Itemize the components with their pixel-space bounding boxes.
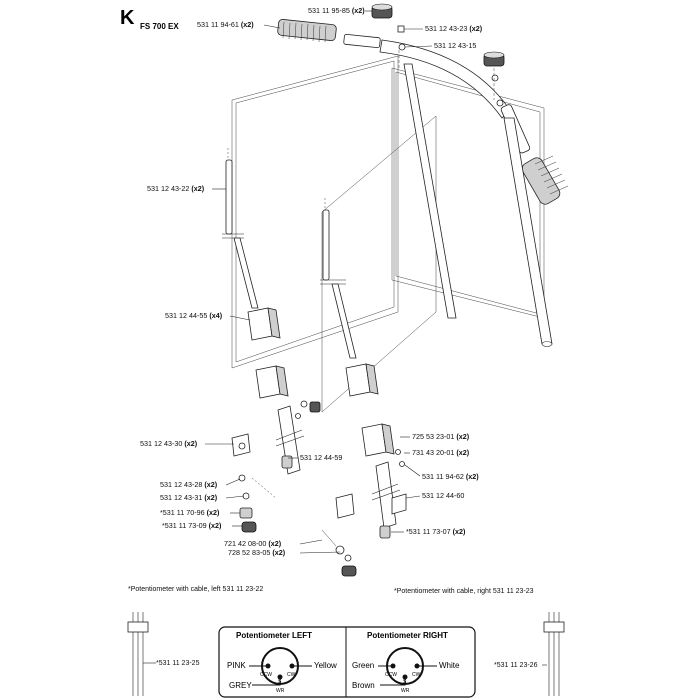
svg-text:531 12 44-55 (x4): 531 12 44-55 (x4) xyxy=(165,311,223,320)
svg-text:531 12 44-59: 531 12 44-59 xyxy=(300,453,342,462)
leader-lines xyxy=(205,10,433,554)
callout-3: 531 12 43-15 xyxy=(434,41,476,50)
svg-text:531 12 43-23 (x2): 531 12 43-23 (x2) xyxy=(425,24,483,33)
svg-text:S: S xyxy=(403,679,407,685)
knob-right-icon xyxy=(483,51,505,67)
potentiometer-schematic: Potentiometer LEFT CCW CW S WR PINK GREY… xyxy=(218,626,476,698)
svg-text:531 12 43-15: 531 12 43-15 xyxy=(434,41,476,50)
left-grip xyxy=(277,19,337,43)
callout-9: 531 12 43-31 (x2) xyxy=(160,493,218,502)
pot-right-symbol: CCW CW S WR xyxy=(378,647,437,694)
cable-label-left: *531 11 23-25 xyxy=(156,660,200,667)
callout-14: 531 11 94-62 (x2) xyxy=(422,472,479,481)
pot-right-wire-green: Green xyxy=(352,661,374,670)
right-grip xyxy=(521,155,569,205)
note-left: *Potentiometer with cable, left 531 11 2… xyxy=(128,586,263,593)
callout-17: 721 42 08-00 (x2) xyxy=(224,539,282,548)
pot-right-title: Potentiometer RIGHT xyxy=(367,631,448,640)
svg-text:531 11 94-62 (x2): 531 11 94-62 (x2) xyxy=(422,472,479,481)
svg-text:531 11 95-85 (x2): 531 11 95-85 (x2) xyxy=(308,6,365,15)
cable-connector-right: *531 11 23-26 xyxy=(494,612,565,696)
post-right xyxy=(403,63,553,347)
glass-panel-back xyxy=(231,55,399,369)
callout-10: *531 11 70-96 (x2) xyxy=(160,508,220,517)
knob-top-icon xyxy=(371,3,393,19)
post-left xyxy=(222,148,259,309)
pot-left-wire-pink: PINK xyxy=(227,661,246,670)
washer-icon xyxy=(496,99,504,107)
cable-connector-left: *531 11 23-25 xyxy=(127,612,200,696)
section-letter: K xyxy=(120,7,135,29)
callout-11: *531 11 73-09 (x2) xyxy=(162,521,222,530)
svg-text:725 53 23-01 (x2): 725 53 23-01 (x2) xyxy=(412,432,470,441)
clamp-block-icon xyxy=(361,423,395,457)
svg-text:*531 11 70-96 (x2): *531 11 70-96 (x2) xyxy=(160,508,220,517)
svg-text:531 12 43-28 (x2): 531 12 43-28 (x2) xyxy=(160,480,218,489)
svg-text:CCW: CCW xyxy=(385,672,397,678)
pot-left-symbol: CCW CW S WR xyxy=(249,647,312,694)
pot-right-wire-brown: Brown xyxy=(352,681,375,690)
svg-text:*531 11 73-07 (x2): *531 11 73-07 (x2) xyxy=(406,527,466,536)
callout-6: 531 12 43-30 (x2) xyxy=(140,439,198,448)
svg-text:531 11 94-61 (x2): 531 11 94-61 (x2) xyxy=(197,20,254,29)
callout-18: 728 52 83-05 (x2) xyxy=(228,548,286,557)
svg-text:WR: WR xyxy=(276,688,285,694)
callout-2: 531 12 43-23 (x2) xyxy=(425,24,483,33)
svg-text:731 43 20-01 (x2): 731 43 20-01 (x2) xyxy=(412,448,470,457)
callout-8: 531 12 43-28 (x2) xyxy=(160,480,218,489)
callout-12: 725 53 23-01 (x2) xyxy=(412,432,470,441)
pot-left-wire-grey: GREY xyxy=(229,681,252,690)
potentiometer-bracket-right xyxy=(321,449,407,577)
callout-5: 531 12 44-55 (x4) xyxy=(165,311,223,320)
svg-text:721 42 08-00 (x2): 721 42 08-00 (x2) xyxy=(224,539,282,548)
svg-text:WR: WR xyxy=(401,688,410,694)
washer-icon xyxy=(491,74,499,82)
svg-text:531 12 44-60: 531 12 44-60 xyxy=(422,491,464,500)
svg-text:CW: CW xyxy=(287,672,296,678)
pot-left-wire-yellow: Yellow xyxy=(314,661,337,670)
svg-text:CW: CW xyxy=(412,672,421,678)
svg-text:531 12 43-30 (x2): 531 12 43-30 (x2) xyxy=(140,439,198,448)
callout-0: 531 11 95-85 (x2) xyxy=(308,6,365,15)
bar-tube-short xyxy=(343,33,381,49)
potentiometer-bracket-left xyxy=(231,400,321,533)
svg-text:*531 11 73-09 (x2): *531 11 73-09 (x2) xyxy=(162,521,222,530)
pot-right-wire-white: White xyxy=(439,661,460,670)
callout-7: 531 12 44-59 xyxy=(300,453,342,462)
clamp-block-icon xyxy=(247,307,281,341)
svg-text:531 12 43-22 (x2): 531 12 43-22 (x2) xyxy=(147,184,205,193)
note-right: *Potentiometer with cable, right 531 11 … xyxy=(394,588,534,595)
svg-text:CCW: CCW xyxy=(260,672,272,678)
model-name: FS 700 EX xyxy=(140,22,179,31)
callout-13: 731 43 20-01 (x2) xyxy=(412,448,470,457)
clamp-block-icon xyxy=(255,365,289,399)
callout-4: 531 12 43-22 (x2) xyxy=(147,184,205,193)
clamp-block-icon xyxy=(345,363,379,397)
post-middle xyxy=(320,198,357,359)
callout-16: *531 11 73-07 (x2) xyxy=(406,527,466,536)
curved-bar xyxy=(379,39,511,119)
pot-left-title: Potentiometer LEFT xyxy=(236,631,312,640)
glass-panel-middle xyxy=(321,115,437,413)
callout-1: 531 11 94-61 (x2) xyxy=(197,20,254,29)
cable-label-right: *531 11 23-26 xyxy=(494,662,538,669)
svg-text:531 12 43-31 (x2): 531 12 43-31 (x2) xyxy=(160,493,218,502)
callout-15: 531 12 44-60 xyxy=(422,491,464,500)
handlebar-assembly xyxy=(277,3,569,205)
screw-icon xyxy=(397,25,405,33)
svg-text:S: S xyxy=(278,679,282,685)
washer-icon xyxy=(398,43,406,51)
svg-text:728 52 83-05 (x2): 728 52 83-05 (x2) xyxy=(228,548,286,557)
